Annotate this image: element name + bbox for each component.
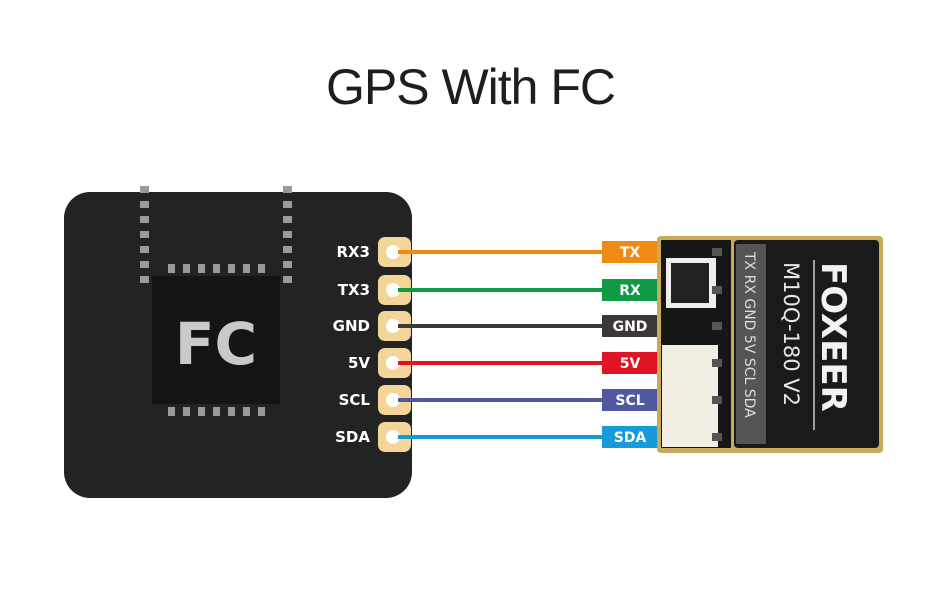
diagram-title: GPS With FC — [325, 59, 616, 115]
chip-pin — [140, 276, 149, 283]
chip-pin — [228, 407, 235, 416]
chip-pin — [283, 231, 292, 238]
gps-pin-silkscreen: TX RX GND 5V SCL SDA — [741, 251, 757, 418]
connection-row: SCL SCL — [339, 385, 722, 415]
chip-pin — [283, 186, 292, 193]
chip-pin — [140, 201, 149, 208]
chip-pin — [213, 264, 220, 273]
gps-antenna — [734, 240, 879, 448]
gps-brand-logo: FOXEER — [813, 262, 853, 412]
fc-pin-label: GND — [333, 317, 370, 335]
chip-pin — [183, 264, 190, 273]
fc-pin-label: RX3 — [336, 243, 370, 261]
connection-row: SDA SDA — [335, 422, 722, 452]
gps-module: TX RX GND 5V SCL SDA M10Q-180 V2 FOXEER — [657, 236, 883, 453]
gps-pin-tag — [602, 389, 657, 411]
fc-pin-label: TX3 — [338, 281, 370, 299]
connector-pin — [712, 248, 722, 256]
chip-pin — [140, 246, 149, 253]
chip-pin — [283, 246, 292, 253]
gps-pin-tag — [602, 352, 657, 374]
chip-pin — [168, 264, 175, 273]
gps-pin-label: SDA — [614, 430, 647, 446]
connections: RX3 TX TX3 RX GND GND 5V 5V SCL SCL SDA SDA — [333, 237, 722, 452]
chip-pin — [140, 216, 149, 223]
chip-pins — [140, 186, 292, 416]
fc-pad-hole — [386, 393, 400, 407]
chip-pin — [283, 216, 292, 223]
connection-row: 5V 5V — [348, 348, 722, 378]
fc-pad-hole — [386, 245, 400, 259]
fc-pad-hole — [386, 319, 400, 333]
gps-pin-label: GND — [613, 319, 648, 335]
chip-pin — [198, 264, 205, 273]
gps-connector — [662, 345, 718, 447]
chip-pin — [213, 407, 220, 416]
gps-pin-tag — [602, 315, 657, 337]
fc-pin-label: SCL — [339, 391, 371, 409]
gps-pin-label: RX — [619, 283, 641, 299]
chip-pin — [183, 407, 190, 416]
chip-pin — [228, 264, 235, 273]
chip-pin — [168, 407, 175, 416]
gps-pin-tag — [602, 279, 657, 301]
gps-pin-tag — [602, 426, 657, 448]
chip-pin — [140, 186, 149, 193]
gps-pin-label: 5V — [620, 356, 641, 372]
fc-chip — [152, 276, 280, 404]
chip-pin — [140, 231, 149, 238]
gps-silk-strip — [736, 244, 766, 444]
fc-pad-hole — [386, 283, 400, 297]
gps-pin-label: TX — [620, 245, 641, 261]
fc-pin-label: SDA — [335, 428, 370, 446]
gps-model: M10Q-180 V2 — [779, 262, 803, 406]
connector-pin — [712, 322, 722, 330]
chip-pin — [243, 407, 250, 416]
fc-pad-hole — [386, 356, 400, 370]
connection-row: TX3 RX — [338, 275, 722, 305]
chip-pin — [140, 261, 149, 268]
fc-pin-label: 5V — [348, 354, 370, 372]
connection-row: RX3 TX — [336, 237, 722, 267]
gps-pin-label: SCL — [615, 393, 644, 409]
chip-pin — [283, 276, 292, 283]
chip-pin — [258, 264, 265, 273]
connector-pin — [712, 359, 722, 367]
gps-ic — [671, 263, 709, 303]
chip-pin — [283, 261, 292, 268]
connection-row: GND GND — [333, 311, 722, 341]
chip-pin — [258, 407, 265, 416]
gps-pin-tag — [602, 241, 657, 263]
connector-pin — [712, 433, 722, 441]
connector-pin — [712, 396, 722, 404]
chip-pin — [198, 407, 205, 416]
fc-pad-hole — [386, 430, 400, 444]
chip-pin — [243, 264, 250, 273]
connector-pin — [712, 286, 722, 294]
fc-chip-label: FC — [175, 310, 257, 378]
chip-pin — [283, 201, 292, 208]
